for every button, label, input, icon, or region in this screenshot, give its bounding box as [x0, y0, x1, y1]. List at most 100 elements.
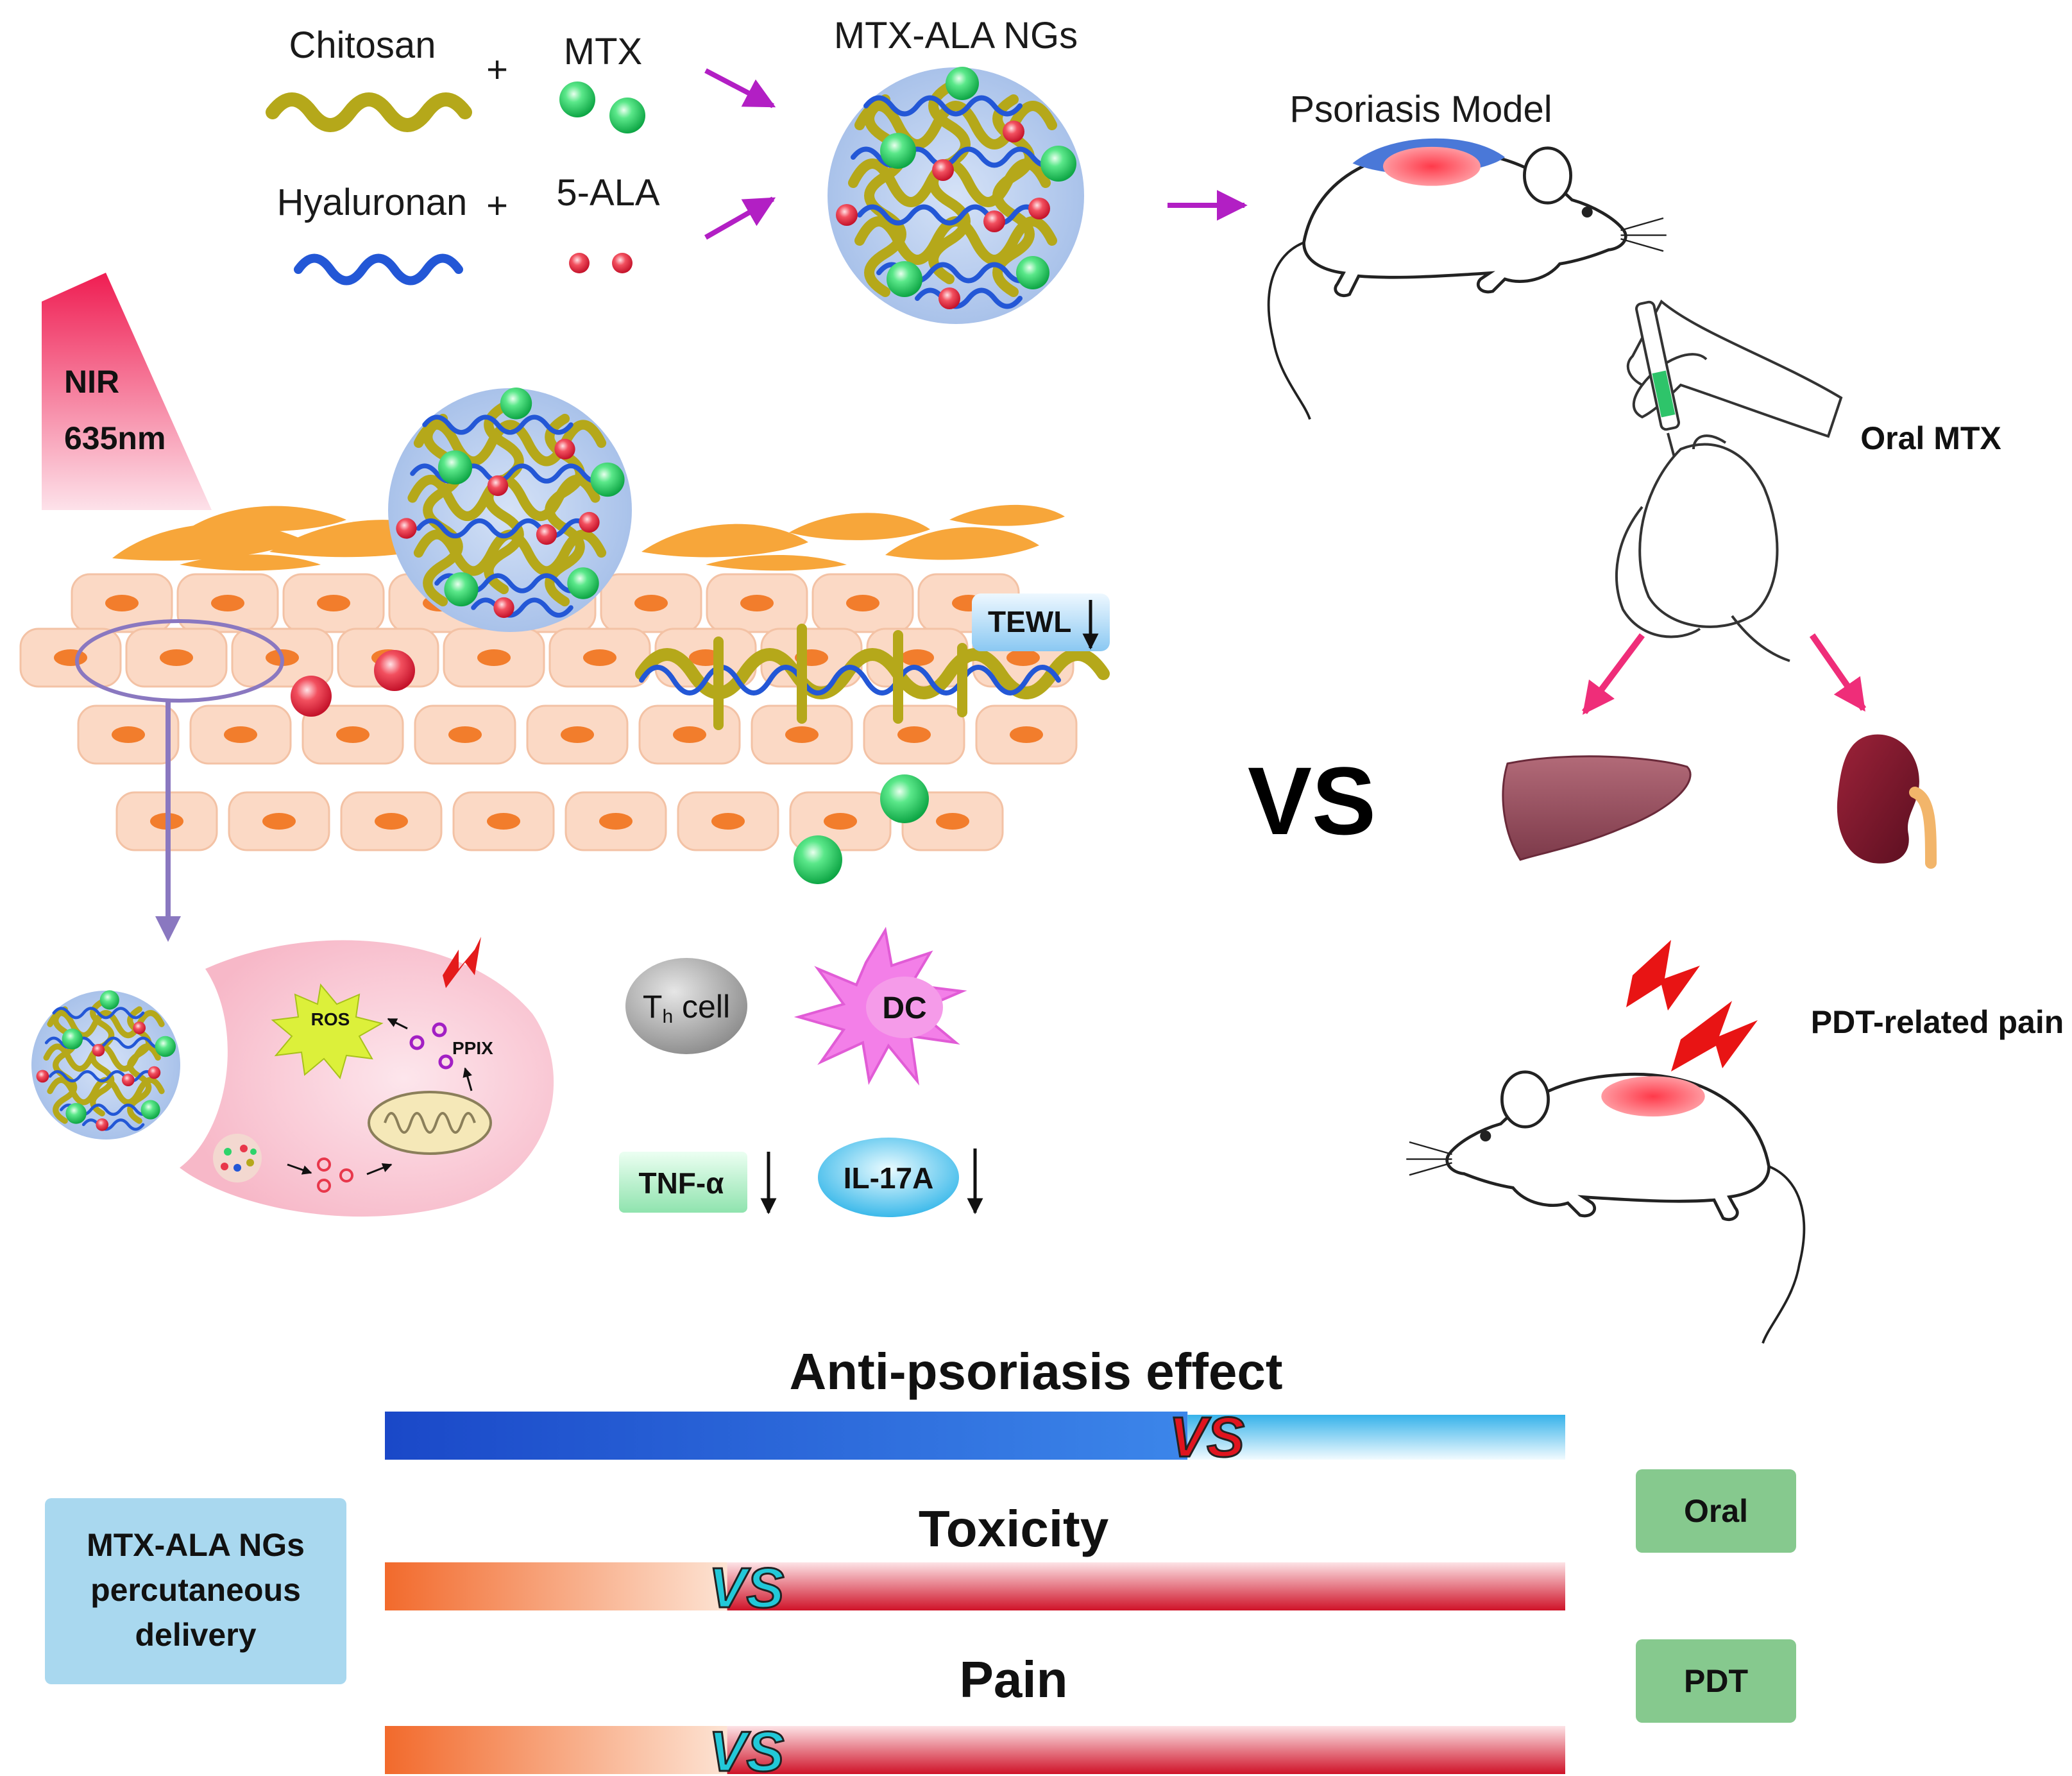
- nir-label: NIR: [64, 364, 119, 400]
- bar-segment-comparator: [1187, 1415, 1565, 1460]
- pain-bolts-icon: [1626, 940, 1758, 1072]
- arrow-icon: [704, 196, 776, 240]
- arrow-icon: [704, 68, 776, 108]
- stratum-corneum: [112, 504, 1065, 571]
- left-box-line2: percutaneous: [90, 1572, 301, 1608]
- arrow-icon: [387, 1018, 408, 1030]
- arrow-icon: [366, 1163, 393, 1175]
- ala-label: 5-ALA: [556, 172, 660, 214]
- oral-mtx-panel: Oral MTX VS PDT-related pain: [1248, 299, 2064, 1344]
- lesion-icon: [1601, 1076, 1705, 1117]
- left-box-line1: MTX-ALA NGs: [87, 1527, 305, 1563]
- nir-wavelength-label: 635nm: [64, 420, 166, 456]
- ala-molecule-icon: [374, 650, 415, 691]
- ala-molecule-icon: [612, 253, 633, 273]
- il17a-label: IL-17A: [844, 1161, 934, 1195]
- vs-label: VS: [1248, 747, 1376, 855]
- mtx-label: MTX: [564, 31, 642, 73]
- bar-segment-nanogel: [385, 1726, 727, 1774]
- ala-molecule-icon: [317, 1179, 331, 1193]
- ppix-molecule-icon: [438, 1054, 454, 1070]
- skin-cross-section: TEWL: [19, 388, 1110, 942]
- ala-molecule-icon: [339, 1168, 353, 1183]
- tewl-indicator: TEWL: [972, 593, 1110, 651]
- syringe-icon: [1635, 300, 1680, 463]
- mitochondrion-icon: [368, 1091, 492, 1155]
- chitosan-icon: [266, 92, 472, 132]
- pdt-box: [1636, 1639, 1796, 1723]
- nanogel-label: MTX-ALA NGs: [834, 15, 1078, 56]
- th-cell-label: Th cell: [643, 989, 730, 1027]
- psoriasis-model-label: Psoriasis Model: [1289, 89, 1552, 130]
- bar-vs-label: VS: [709, 1720, 784, 1776]
- kidney-icon: [1837, 734, 1937, 869]
- bar-vs-label: VS: [1169, 1405, 1244, 1469]
- nir-beam-icon: [42, 273, 212, 510]
- ppix-molecule-icon: [432, 1022, 447, 1037]
- bar-vs-label: VS: [709, 1556, 784, 1619]
- degraded-nanogel-icon: [213, 1134, 262, 1183]
- mtx-molecule-icon: [609, 98, 645, 133]
- psoriasis-model-panel: Psoriasis Model: [1269, 89, 1667, 420]
- tnf-label: TNF-α: [638, 1166, 724, 1200]
- tnf-box: [619, 1152, 747, 1213]
- hyaluronan-label: Hyaluronan: [277, 182, 468, 223]
- light-bolt-icon: [443, 937, 481, 988]
- bar-segment-comparator: [727, 1726, 1565, 1774]
- tewl-label: TEWL: [988, 605, 1071, 638]
- arrow-icon: [463, 1067, 473, 1091]
- bar-title-anti-psoriasis: Anti-psoriasis effect: [789, 1343, 1282, 1400]
- ala-molecule-icon: [291, 676, 332, 717]
- arrow-icon: [287, 1163, 312, 1175]
- oral-box-label: Oral: [1684, 1493, 1748, 1529]
- bar-segment-nanogel: [385, 1562, 727, 1610]
- mtx-molecule-icon: [794, 835, 842, 884]
- ingredients-panel: Chitosan + MTX Hyaluronan + 5-ALA: [266, 24, 776, 286]
- bar-title-toxicity: Toxicity: [919, 1500, 1109, 1557]
- arrow-icon: [1582, 633, 1645, 715]
- pain-label: PDT-related pain: [1811, 1004, 2064, 1040]
- ros-label: ROS: [311, 1009, 350, 1029]
- hand-with-syringe-icon: [1626, 299, 1843, 438]
- plus-sign-2: +: [486, 185, 508, 226]
- nanogel-panel: MTX-ALA NGs: [828, 15, 1248, 324]
- comparison-panel: MTX-ALA NGs percutaneous delivery Oral P…: [45, 1343, 1796, 1776]
- nanogel-icon: [388, 388, 632, 632]
- bar-title-pain: Pain: [960, 1651, 1068, 1708]
- cell-inset: ROS PPIX: [31, 937, 554, 1217]
- arrow-icon: [1809, 633, 1867, 712]
- oral-box: [1636, 1469, 1796, 1553]
- ppix-label: PPIX: [452, 1038, 493, 1058]
- ala-molecule-icon: [569, 253, 590, 273]
- th-cell-icon: [625, 958, 747, 1054]
- dc-label: DC: [882, 991, 926, 1025]
- lesion-icon: [1383, 146, 1481, 186]
- il17a-badge: [818, 1138, 959, 1217]
- mouse-icon: [1269, 148, 1667, 420]
- oral-mtx-label: Oral MTX: [1860, 420, 2001, 456]
- liver-icon: [1502, 755, 1692, 861]
- pdt-box-label: PDT: [1684, 1663, 1748, 1699]
- immune-panel: Th cell DC TNF-α IL-17A: [619, 926, 983, 1217]
- left-box-line3: delivery: [135, 1617, 256, 1653]
- ppix-molecule-icon: [409, 1035, 425, 1050]
- hyaluronan-icon: [294, 253, 463, 286]
- mtx-molecule-icon: [559, 81, 595, 117]
- nanogel-delivery-box: [45, 1498, 346, 1684]
- mtx-molecule-icon: [880, 774, 929, 823]
- bar-segment-nanogel: [385, 1412, 1188, 1460]
- zoom-region: [75, 619, 284, 703]
- polymer-strand-icon: [635, 624, 1110, 730]
- chitosan-label: Chitosan: [289, 24, 436, 66]
- nanogel-icon: [31, 990, 180, 1140]
- restrained-mouse-icon: [1615, 434, 1790, 662]
- plus-sign-1: +: [486, 49, 508, 90]
- nir-light-panel: NIR 635nm: [42, 273, 212, 510]
- ros-burst-icon: [271, 983, 384, 1080]
- ala-molecule-icon: [317, 1157, 331, 1172]
- comparison-bars: Anti-psoriasis effect VS Toxicity VS Pai…: [385, 1343, 1565, 1776]
- mouse-icon: [1406, 1072, 1804, 1344]
- nanogel-icon: [828, 67, 1084, 324]
- bar-segment-comparator: [727, 1562, 1565, 1610]
